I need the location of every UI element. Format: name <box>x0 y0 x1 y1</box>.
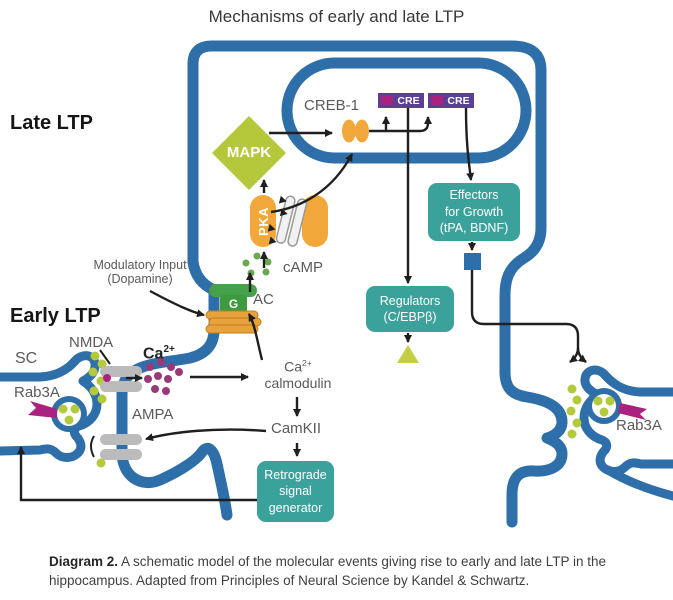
figure-caption: Diagram 2. A schematic model of the mole… <box>49 552 635 590</box>
growth-fork-right <box>576 347 587 363</box>
dopamine-receptor <box>205 310 262 334</box>
modulatory-input-label: Modulatory Input (Dopamine) <box>93 258 187 287</box>
synaptic-vesicle-left <box>51 396 87 432</box>
ampa-receptor <box>90 434 142 468</box>
glutamate-dots-right <box>566 384 582 439</box>
nmda-receptor <box>100 366 142 392</box>
arrow-camkii-to-ampa <box>145 428 267 442</box>
catalytic-subunit-pill <box>302 195 328 247</box>
cre-box-2: CRE <box>428 93 474 108</box>
effectors-box: Effectors for Growth (tPA, BDNF) <box>428 183 520 241</box>
rab3a-flag-right <box>618 403 647 420</box>
presynaptic-membranes <box>0 351 673 501</box>
signal-arrows <box>17 107 587 502</box>
pka-label: PKA <box>255 206 271 236</box>
cell-membrane <box>116 40 568 528</box>
mapk-label: MAPK <box>226 144 272 161</box>
ac-label: AC <box>253 291 274 308</box>
mapk-diamond <box>212 116 286 190</box>
early-ltp-label: Early LTP <box>10 305 101 327</box>
growth-signal-line <box>470 270 580 348</box>
caption-text: A schematic model of the molecular event… <box>49 554 607 589</box>
pka-regulatory-subunits <box>267 195 308 247</box>
late-ltp-label: Late LTP <box>10 112 93 134</box>
rab3a-label-right: Rab3A <box>616 417 662 434</box>
neck-spine-membrane <box>116 256 233 521</box>
cre-box-1: CRE <box>378 93 424 108</box>
calcium-label: Ca2+ <box>143 344 175 363</box>
effector-square <box>464 253 481 270</box>
right-spine-membrane <box>499 366 568 528</box>
arrow-retrograde-to-presynapse <box>17 446 257 502</box>
right-axon-flare <box>603 465 673 501</box>
left-presynaptic-terminal <box>0 351 102 462</box>
camp-dots <box>242 252 272 277</box>
arrow-creb-to-cre2 <box>369 116 432 133</box>
ampa-label: AMPA <box>132 406 174 423</box>
retrograde-box: Retrograde signal generator <box>257 461 334 522</box>
synaptic-vesicle-right <box>586 388 622 424</box>
arrow-calmodulin-to-ac <box>247 313 264 361</box>
regulator-triangle <box>397 345 419 363</box>
mg-block-dot <box>103 374 111 382</box>
camp-label: cAMP <box>283 259 324 276</box>
calcium-dots <box>144 358 183 395</box>
soma-membrane <box>187 40 547 378</box>
rab3a-label-left: Rab3A <box>14 384 60 401</box>
caption-number: Diagram 2. <box>49 554 119 569</box>
regulators-box: Regulators (C/EBPβ) <box>366 286 454 332</box>
nmda-label: NMDA <box>69 334 114 351</box>
growth-fork-left <box>569 347 580 363</box>
pka-pill <box>250 195 276 247</box>
page-title: Mechanisms of early and late LTP <box>208 7 465 26</box>
creb-label: CREB-1 <box>304 97 360 114</box>
arrow-pka-to-creb <box>270 153 354 214</box>
arrow-modulatory-input <box>149 289 205 318</box>
creb-dimer <box>342 119 369 143</box>
cre-promoter-strip <box>381 96 393 105</box>
cre-promoter-strip <box>431 96 443 105</box>
g-protein-label: G <box>228 297 239 311</box>
nmda-pointer-line <box>99 349 111 365</box>
rab3a-flag-left <box>28 401 57 418</box>
camkii-label: CamKII <box>271 420 322 437</box>
calmodulin-label: Ca2+ calmodulin <box>264 358 332 391</box>
sc-label: SC <box>15 350 38 367</box>
arrow-cre2-to-effectors <box>464 107 475 181</box>
